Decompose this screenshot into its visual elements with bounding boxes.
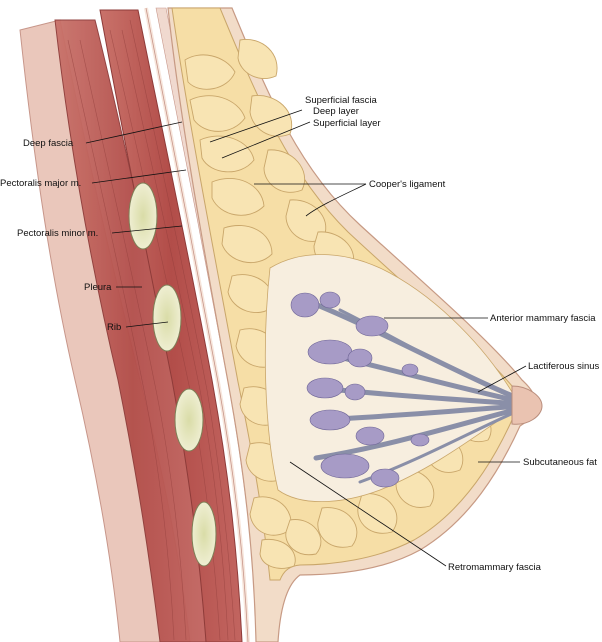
label-rib: Rib <box>107 322 121 333</box>
label-pectoralis-minor: Pectoralis minor m. <box>17 228 98 239</box>
label-deep-fascia: Deep fascia <box>23 138 74 149</box>
labels: Deep fascia Pectoralis major m. Pectoral… <box>0 95 600 573</box>
label-coopers-ligament: Cooper's ligament <box>369 179 446 190</box>
gland-lobules <box>290 291 430 488</box>
label-pleura: Pleura <box>84 282 112 293</box>
label-pectoralis-major: Pectoralis major m. <box>0 178 81 189</box>
rib-4 <box>191 501 217 567</box>
label-retromammary-fascia: Retromammary fascia <box>448 562 542 573</box>
label-lactiferous-sinus: Lactiferous sinus <box>528 361 600 372</box>
label-superficial-fascia: Superficial fascia <box>305 95 378 106</box>
rib-3 <box>174 388 204 452</box>
breast-mound <box>167 7 543 642</box>
ribs <box>128 182 217 567</box>
label-deep-layer: Deep layer <box>313 106 359 117</box>
rib-2 <box>152 284 182 352</box>
label-anterior-mammary-fascia: Anterior mammary fascia <box>490 313 596 324</box>
chest-wall <box>19 7 269 642</box>
label-superficial-layer: Superficial layer <box>313 118 381 129</box>
rib-1 <box>128 182 158 250</box>
nipple <box>511 385 543 425</box>
label-subcutaneous-fat: Subcutaneous fat <box>523 457 597 468</box>
leader-lines <box>85 109 527 567</box>
